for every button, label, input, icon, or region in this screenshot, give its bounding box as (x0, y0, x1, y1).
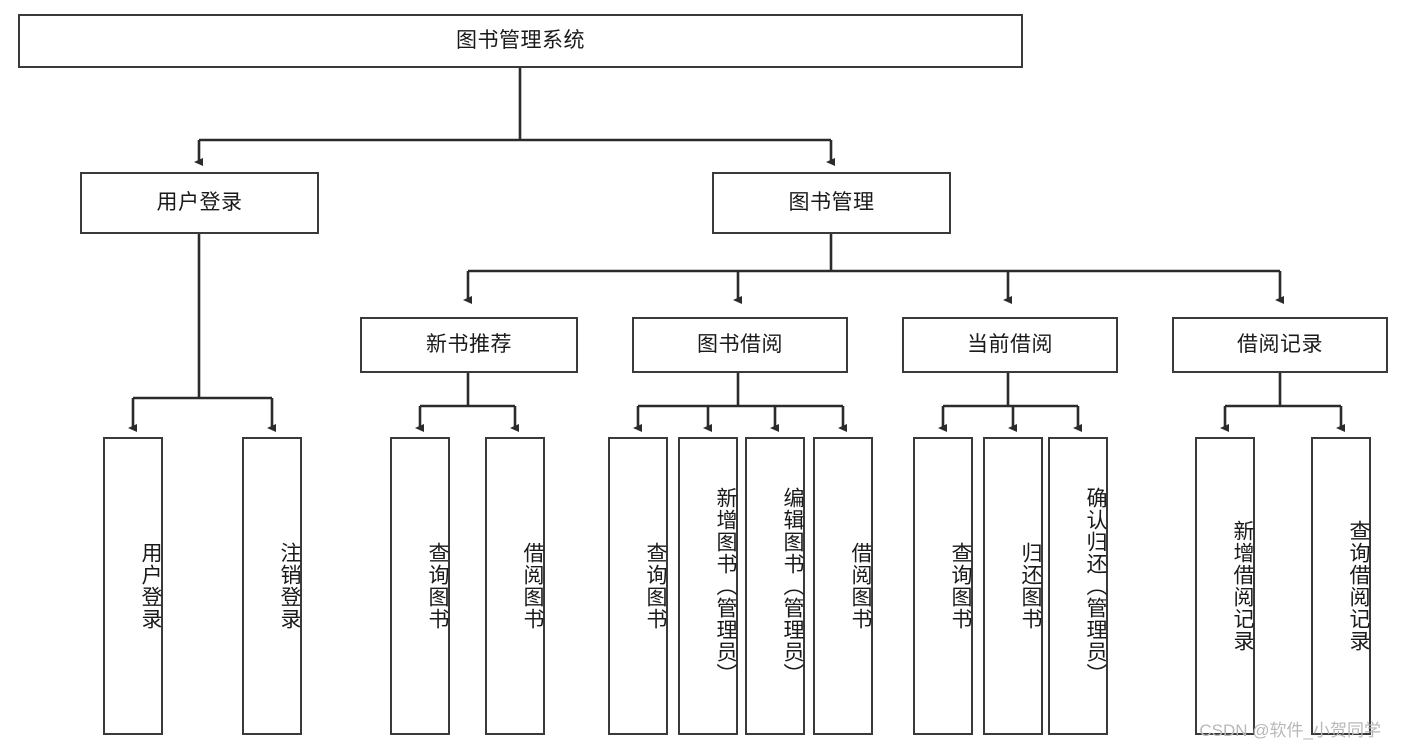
leaf-user-login-signout[interactable]: 注销登录 (242, 437, 302, 735)
node-label: 图书管理 (788, 190, 875, 214)
node-label: 查询图书 (949, 542, 972, 630)
node-label: 用户登录 (139, 542, 162, 630)
node-label: 用户登录 (156, 190, 243, 214)
node-label: 归还图书 (1019, 542, 1042, 630)
node-label: 确认归还（管理员） (1084, 487, 1107, 685)
leaf-records-add[interactable]: 新增借阅记录 (1195, 437, 1255, 735)
watermark-text: CSDN @软件_小贺同学 (1199, 721, 1381, 740)
node-book-borrow[interactable]: 图书借阅 (632, 317, 848, 373)
node-label: 图书管理系统 (456, 28, 585, 52)
node-label: 新增图书（管理员） (714, 487, 737, 685)
node-label: 编辑图书（管理员） (781, 487, 804, 685)
node-label: 借阅记录 (1237, 332, 1323, 356)
node-label: 图书借阅 (697, 332, 783, 356)
leaf-borrow-add-book[interactable]: 新增图书（管理员） (678, 437, 738, 735)
node-label: 查询借阅记录 (1347, 520, 1370, 652)
leaf-borrow-query-book[interactable]: 查询图书 (608, 437, 668, 735)
node-current-borrow[interactable]: 当前借阅 (902, 317, 1118, 373)
leaf-borrow-borrow-book[interactable]: 借阅图书 (813, 437, 873, 735)
node-root-system[interactable]: 图书管理系统 (18, 14, 1023, 68)
node-label: 当前借阅 (967, 332, 1053, 356)
node-label: 注销登录 (278, 542, 301, 630)
leaf-records-query[interactable]: 查询借阅记录 (1311, 437, 1371, 735)
leaf-borrow-edit-book[interactable]: 编辑图书（管理员） (745, 437, 805, 735)
node-borrow-records[interactable]: 借阅记录 (1172, 317, 1388, 373)
node-label: 新增借阅记录 (1231, 520, 1254, 652)
leaf-current-confirm-return[interactable]: 确认归还（管理员） (1048, 437, 1108, 735)
node-book-management[interactable]: 图书管理 (712, 172, 951, 234)
leaf-user-login-signin[interactable]: 用户登录 (103, 437, 163, 735)
node-label: 借阅图书 (521, 542, 544, 630)
node-new-book-recommend[interactable]: 新书推荐 (360, 317, 578, 373)
node-label: 查询图书 (426, 542, 449, 630)
leaf-current-query-book[interactable]: 查询图书 (913, 437, 973, 735)
leaf-new-book-borrow[interactable]: 借阅图书 (485, 437, 545, 735)
node-label: 查询图书 (644, 542, 667, 630)
leaf-current-return-book[interactable]: 归还图书 (983, 437, 1043, 735)
leaf-new-book-query[interactable]: 查询图书 (390, 437, 450, 735)
node-label: 新书推荐 (426, 332, 512, 356)
node-user-login[interactable]: 用户登录 (80, 172, 319, 234)
node-label: 借阅图书 (849, 542, 872, 630)
